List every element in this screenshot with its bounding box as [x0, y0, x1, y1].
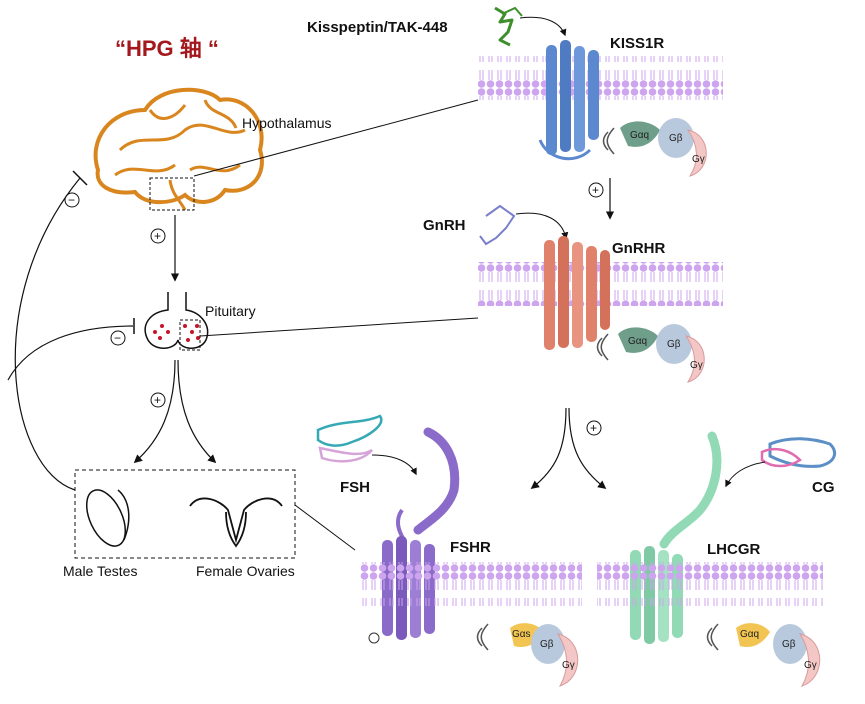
kisspeptin-label: Kisspeptin/TAK-448 [307, 19, 448, 36]
cg-binding-arrow [725, 461, 766, 488]
gonads-connector [294, 504, 356, 551]
pituitary-to-ovaries-arrow [177, 359, 217, 464]
g-protein-complex: Gαq Gβ Gγ [596, 324, 705, 383]
svg-text:Gαs: Gαs [512, 629, 531, 640]
membrane [478, 56, 723, 100]
gnrhr-to-lhcgr-arrow [568, 407, 607, 490]
gnrh-ligand [479, 204, 516, 246]
svg-text:Gβ: Gβ [667, 339, 681, 350]
fshr-label: FSHR [450, 539, 491, 556]
gnrh-label: GnRH [423, 217, 466, 234]
svg-text:−: − [114, 331, 121, 345]
membrane [597, 562, 823, 606]
kiss1r-receptor [538, 40, 599, 161]
svg-text:−: − [68, 193, 75, 207]
gnrhr-to-fshr-arrow [530, 407, 567, 490]
svg-text:Gβ: Gβ [782, 639, 796, 650]
g-protein-complex: Gαs Gβ Gγ [476, 623, 579, 687]
hypothalamus-label: Hypothalamus [242, 115, 332, 131]
testes-icon [85, 489, 130, 547]
svg-text:Gαq: Gαq [740, 629, 759, 640]
pituitary-to-testes-arrow [133, 359, 176, 464]
svg-text:Gγ: Gγ [804, 660, 817, 671]
cg-ligand [760, 437, 837, 468]
pituitary-illustration [144, 292, 209, 351]
gnrhr-receptor [544, 236, 610, 350]
kisspeptin-ligand [494, 6, 523, 47]
fshr-receptor [368, 427, 460, 644]
plus-sign: + [588, 182, 604, 198]
ovaries-icon [189, 497, 283, 548]
fsh-label: FSH [340, 479, 370, 496]
plus-sign: + [150, 392, 166, 408]
gnrhr-label: GnRHR [612, 240, 665, 257]
svg-text:+: + [592, 183, 599, 197]
plus-sign: + [150, 228, 166, 244]
plus-sign: + [586, 420, 602, 436]
kisspeptin-binding-arrow [519, 16, 567, 37]
g-protein-complex: Gαq Gβ Gγ [602, 118, 707, 177]
diagram-title: “HPG 轴 “ [115, 36, 219, 61]
inhibition-bar [72, 170, 88, 186]
fsh-binding-arrow [371, 454, 417, 476]
svg-text:+: + [154, 229, 161, 243]
svg-text:Gαq: Gαq [628, 336, 647, 347]
fsh-ligand [316, 414, 383, 463]
minus-sign: − [110, 330, 126, 346]
svg-text:Gβ: Gβ [669, 133, 683, 144]
feedback-to-hypothalamus-line [14, 177, 81, 491]
lhcgr-label: LHCGR [707, 541, 760, 558]
male-testes-label: Male Testes [63, 563, 137, 579]
svg-text:Gγ: Gγ [562, 660, 575, 671]
brain-illustration [93, 87, 264, 211]
svg-text:Gβ: Gβ [540, 639, 554, 650]
svg-text:+: + [590, 421, 597, 435]
membrane [360, 562, 582, 606]
svg-text:Gαq: Gαq [630, 130, 649, 141]
svg-text:Gγ: Gγ [690, 360, 703, 371]
g-protein-complex: Gαq Gβ Gγ [706, 623, 821, 687]
svg-text:Gγ: Gγ [692, 154, 705, 165]
svg-text:+: + [154, 393, 161, 407]
female-ovaries-label: Female Ovaries [196, 563, 295, 579]
feedback-to-pituitary-line [7, 325, 134, 381]
lhcgr-receptor [630, 431, 722, 644]
hypothalamus-connector [193, 99, 479, 177]
pituitary-label: Pituitary [205, 303, 256, 319]
kiss1r-label: KISS1R [610, 35, 664, 52]
cg-label: CG [812, 479, 835, 496]
minus-sign: − [64, 192, 80, 208]
pituitary-connector [199, 317, 479, 337]
gnrh-binding-arrow [515, 212, 569, 240]
